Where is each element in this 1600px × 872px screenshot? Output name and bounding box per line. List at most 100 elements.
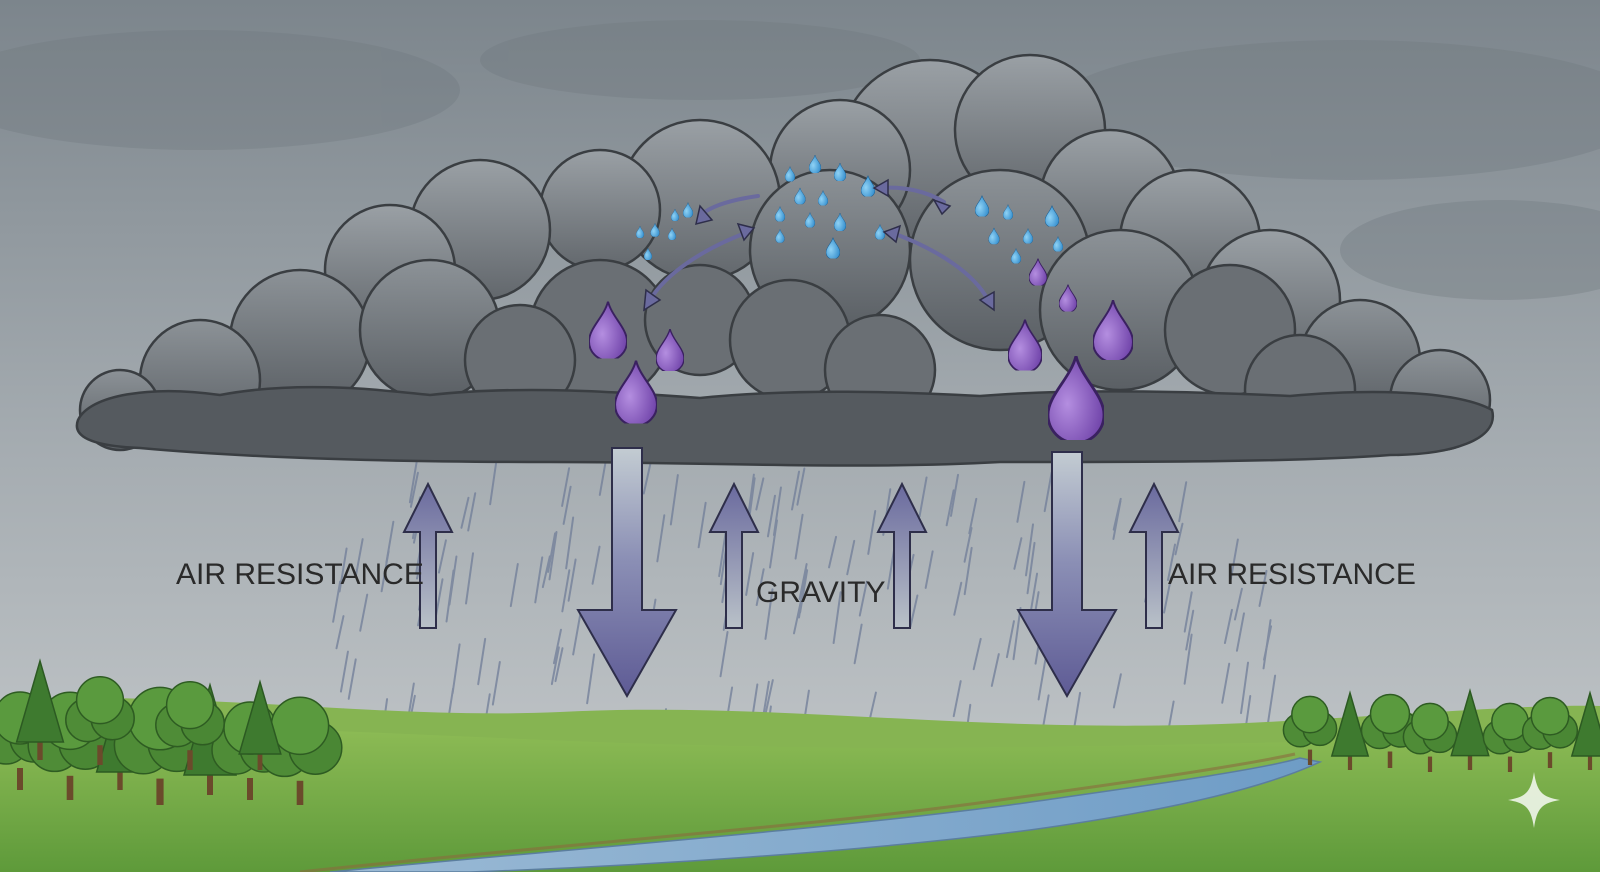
rain-streak — [586, 653, 596, 705]
rain-streak — [953, 581, 963, 616]
rain-streak — [332, 580, 342, 623]
storm-cloud — [75, 53, 1495, 467]
rain-streak — [572, 613, 582, 656]
air-resistance-arrows — [402, 481, 1180, 629]
rain-streak — [1233, 587, 1243, 621]
rain-streak — [963, 546, 973, 596]
rain-streak — [567, 558, 577, 602]
rain-streak — [656, 514, 666, 563]
rain-streak — [1183, 591, 1193, 633]
rain-streak — [437, 539, 447, 574]
rain-streak — [764, 588, 774, 640]
arrow-head-icon — [643, 288, 662, 312]
rain-streak — [385, 520, 395, 564]
rain-streak — [552, 628, 562, 665]
rain-streak — [354, 538, 364, 579]
round-tree — [65, 676, 135, 765]
rain-streak — [1026, 541, 1036, 595]
rain-streak — [1178, 481, 1188, 523]
rain-streak — [467, 492, 477, 532]
rain-streak — [1263, 625, 1273, 661]
air-resistance-arrow-2 — [708, 481, 760, 629]
rain-streak — [799, 569, 809, 614]
rain-streak — [408, 459, 418, 504]
pine-tree — [238, 679, 282, 770]
gravity-arrow-left — [576, 447, 678, 699]
rain-streak — [509, 563, 519, 608]
rain-streak — [534, 556, 544, 604]
ground — [0, 697, 1600, 872]
pine-tree — [15, 658, 65, 760]
rain-streak — [477, 637, 487, 686]
arrow-head-icon — [872, 178, 889, 198]
rain-streak — [1163, 576, 1173, 614]
rain-streak — [952, 680, 962, 718]
rain-streak — [561, 569, 571, 613]
rain-streak — [561, 467, 571, 507]
rain-streak — [949, 473, 959, 517]
rain-streak — [1240, 661, 1250, 715]
rain-streak — [719, 631, 729, 678]
rain-streak — [347, 658, 357, 700]
rain-streak — [448, 555, 458, 606]
rain-streak — [769, 519, 779, 569]
rain-streak — [794, 513, 804, 560]
rain-streak — [796, 467, 806, 506]
rain-streak — [918, 476, 928, 518]
rain-streak — [828, 535, 838, 569]
arrow-head-icon — [695, 204, 714, 226]
rain-streak — [1167, 543, 1177, 582]
rain-streak — [972, 637, 982, 671]
grass-field — [0, 727, 1600, 872]
rain-streak — [335, 615, 345, 650]
rain-streak — [1185, 609, 1195, 651]
rain-streak — [1043, 471, 1053, 513]
rain-streak — [1229, 538, 1239, 581]
rain-streak — [766, 494, 776, 538]
air-resistance-arrow-3 — [876, 481, 928, 629]
rain-streak — [554, 647, 564, 683]
gravity-arrow-right — [1016, 451, 1118, 699]
arrow-head-icon — [736, 222, 756, 242]
rain-streak — [1016, 480, 1026, 523]
label-air-resistance-left: AIR RESISTANCE — [176, 558, 424, 591]
rain-streak — [697, 501, 707, 549]
rain-streak — [562, 485, 572, 525]
air-resistance-arrow-4 — [1128, 481, 1180, 629]
tree-cluster-left — [0, 658, 343, 805]
rain-streak — [1112, 500, 1122, 540]
sky-haze — [0, 20, 1600, 300]
rain-streak — [963, 527, 973, 563]
rain-streak — [764, 679, 774, 714]
rain-streak — [465, 552, 475, 605]
rain-streak — [798, 563, 808, 600]
round-tree — [155, 681, 225, 770]
rain-streak — [359, 593, 369, 632]
rain-streak — [339, 650, 349, 693]
rain-streak — [550, 646, 560, 686]
label-gravity: GRAVITY — [756, 576, 886, 609]
round-tree — [1402, 702, 1458, 772]
rain-streak — [642, 461, 652, 495]
rain-streak — [460, 496, 470, 529]
rain-streak — [565, 516, 575, 570]
river — [329, 757, 1323, 872]
rain-streak — [1221, 662, 1231, 704]
rain-streak — [1223, 608, 1233, 645]
arrow-head-icon — [932, 198, 952, 216]
round-tree — [1521, 696, 1579, 768]
rain-streak — [867, 510, 877, 555]
pine-tree — [1450, 688, 1490, 770]
rain-streak — [909, 594, 919, 628]
rain-streak — [791, 470, 801, 511]
rain-streak — [669, 474, 679, 526]
sparkle-icon — [1508, 772, 1560, 828]
arrow-head-icon — [882, 224, 902, 244]
rain-streak — [1235, 612, 1245, 652]
rain-streak — [945, 489, 955, 527]
round-tree — [1282, 695, 1338, 765]
air-resistance-arrow-1 — [402, 481, 454, 629]
label-air-resistance-right: AIR RESISTANCE — [1168, 558, 1416, 591]
rain-streak — [1258, 569, 1268, 607]
rain-streak — [451, 643, 461, 695]
